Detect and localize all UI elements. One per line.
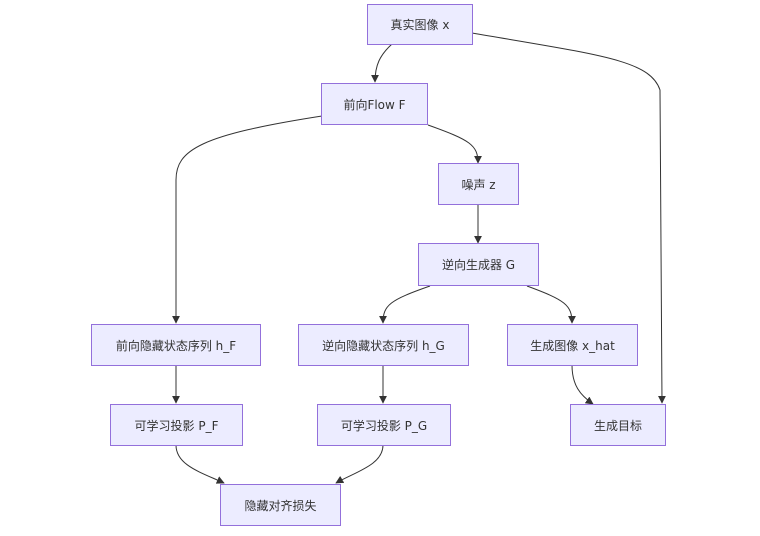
node-forward-hidden-states-hF[interactable]: 前向隐藏状态序列 h_F <box>91 324 261 366</box>
node-label: 可学习投影 P_F <box>134 418 219 433</box>
node-label: 前向隐藏状态序列 h_F <box>115 338 237 353</box>
node-real-image-x[interactable]: 真实图像 x <box>367 4 473 45</box>
node-label: 真实图像 x <box>390 18 450 32</box>
edge-x-to-target <box>471 32 666 404</box>
edge-xhat-to-target <box>571 364 594 405</box>
edge-F-to-z <box>427 124 482 164</box>
edge-G-to-xhat <box>526 285 576 324</box>
node-noise-z[interactable]: 噪声 z <box>438 163 519 205</box>
node-learnable-projection-PF[interactable]: 可学习投影 P_F <box>110 404 243 446</box>
node-label: 逆向隐藏状态序列 h_G <box>322 338 445 353</box>
node-learnable-projection-PG[interactable]: 可学习投影 P_G <box>317 404 451 446</box>
node-label: 噪声 z <box>461 177 496 192</box>
node-label: 可学习投影 P_G <box>340 418 428 433</box>
node-forward-flow-F[interactable]: 前向Flow F <box>321 83 428 125</box>
node-label: 生成目标 <box>593 418 642 433</box>
node-generated-image-xhat[interactable]: 生成图像 x_hat <box>507 324 638 366</box>
node-hidden-alignment-loss[interactable]: 隐藏对齐损失 <box>220 484 341 526</box>
edge-PG-to-loss <box>335 444 384 484</box>
node-reverse-generator-G[interactable]: 逆向生成器 G <box>418 243 539 286</box>
edge-G-to-hG <box>379 285 431 324</box>
node-label: 生成图像 x_hat <box>530 338 615 353</box>
edge-PF-to-loss <box>175 444 225 484</box>
node-label: 前向Flow F <box>343 97 406 112</box>
edge-x-to-F <box>371 43 393 83</box>
node-label: 逆向生成器 G <box>441 258 516 272</box>
node-label: 隐藏对齐损失 <box>244 498 317 513</box>
node-reverse-hidden-states-hG[interactable]: 逆向隐藏状态序列 h_G <box>298 324 469 366</box>
node-generation-target[interactable]: 生成目标 <box>570 404 666 446</box>
edge-F-to-hF <box>172 115 323 324</box>
